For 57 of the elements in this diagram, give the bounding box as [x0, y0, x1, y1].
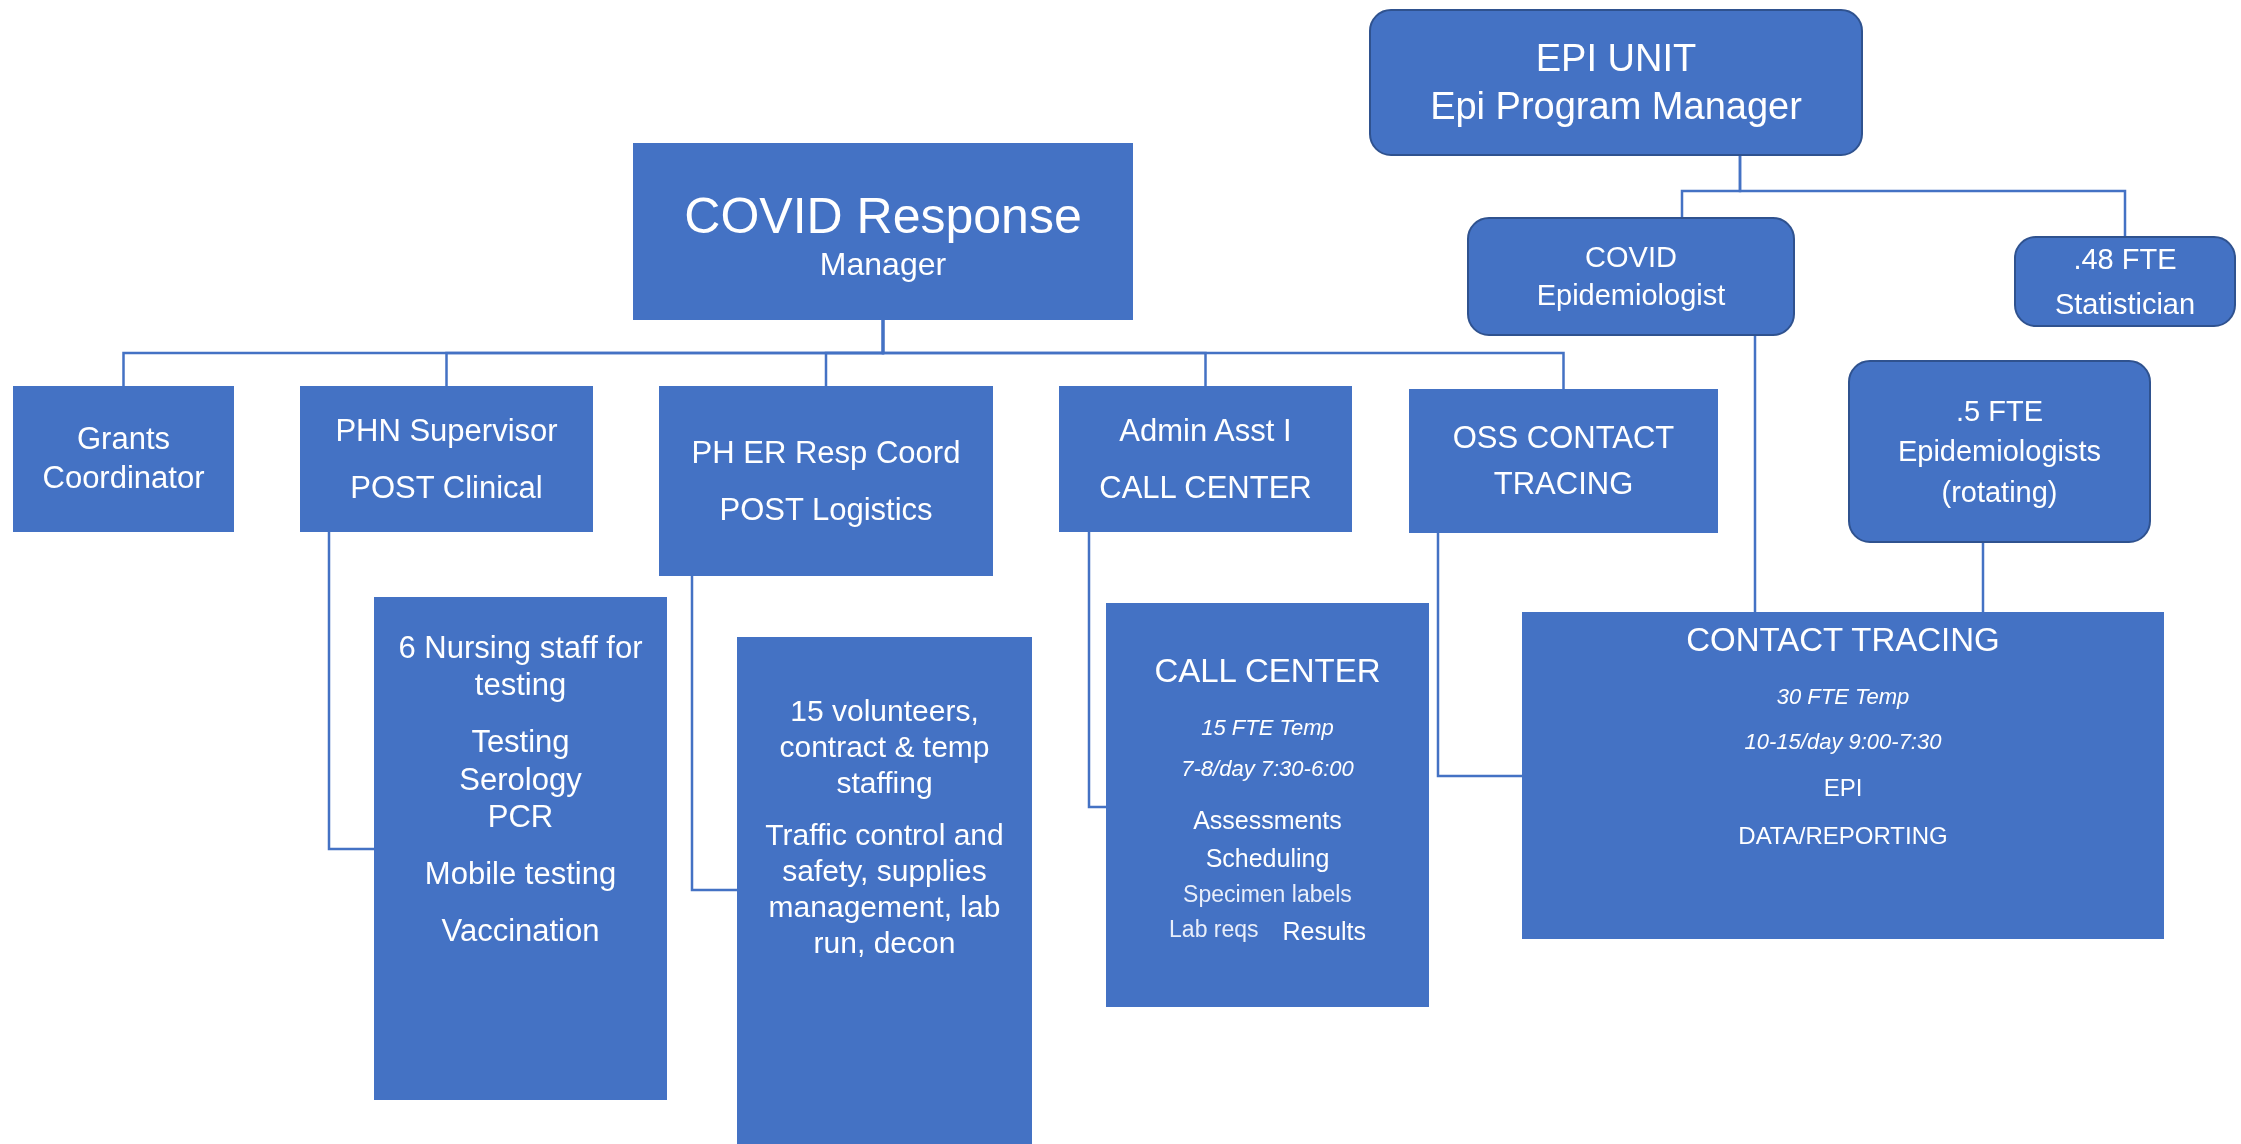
connector-line [881, 320, 1565, 389]
team-box [1522, 612, 2164, 939]
box-text: CALL CENTER [1154, 651, 1381, 691]
role-box [300, 386, 593, 532]
box-text: Specimen labels [1183, 880, 1352, 909]
staff-box [737, 637, 1032, 1144]
box-text: 6 Nursing staff for testing [397, 629, 644, 704]
box-text: 30 FTE Temp [1776, 682, 1910, 711]
box-text: PHN Supervisor [335, 411, 558, 449]
unit-box [1369, 9, 1863, 156]
connector-line [1087, 532, 1106, 809]
box-text: Statistician [2054, 286, 2196, 322]
box-text: Epi Program Manager [1430, 83, 1802, 129]
box-text: PH ER Resp Coord [691, 433, 961, 471]
box-text: COVID Response [684, 187, 1082, 246]
role-box [13, 386, 234, 532]
role-box [1409, 389, 1718, 533]
box-text: 7-8/day 7:30-6:00 [1181, 754, 1354, 783]
team-box [1106, 603, 1429, 1007]
box-text: Testing Serology PCR [458, 723, 583, 835]
box-text: Admin Asst I [1119, 411, 1292, 449]
box-text: EPI [1823, 772, 1863, 803]
box-text: .5 FTE Epidemiologists (rotating) [1896, 393, 2103, 510]
role-box [659, 386, 993, 576]
box-text: COVID Epidemiologist [1535, 239, 1727, 313]
box-text: 15 FTE Temp [1201, 713, 1334, 742]
box-text: Vaccination [441, 912, 600, 950]
box-text: Results [1282, 916, 1366, 947]
connector-line [1981, 543, 1985, 612]
box-text: DATA/REPORTING [1738, 820, 1948, 851]
connector-line [1738, 156, 2127, 236]
role-box [1059, 386, 1352, 532]
box-text: 15 volunteers, contract & temp staffing [778, 693, 991, 801]
box-text: Mobile testing [424, 854, 617, 893]
connector-line [1436, 533, 1522, 778]
box-text: POST Logistics [719, 491, 933, 529]
role-box [1848, 360, 2151, 543]
connector-line [327, 532, 374, 851]
box-text: .48 FTE [2073, 242, 2177, 278]
role-box [1467, 217, 1795, 336]
box-text: CALL CENTER [1099, 469, 1312, 507]
connector-line [690, 576, 737, 892]
staff-box [374, 597, 667, 1100]
box-text: Grants Coordinator [41, 420, 206, 497]
box-text: EPI UNIT [1535, 36, 1697, 81]
box-text: Manager [819, 245, 947, 284]
manager-box [633, 143, 1133, 320]
box-text: Lab reqs [1169, 916, 1259, 945]
box-text: 10-15/day 9:00-7:30 [1744, 727, 1942, 756]
box-text: Assessments [1193, 804, 1342, 835]
box-text: Scheduling [1205, 842, 1330, 873]
box-text: CONTACT TRACING [1686, 620, 2000, 660]
box-text: Traffic control and safety, supplies management, lab run, decon [764, 817, 1005, 961]
box-text: OSS CONTACT TRACING [1451, 418, 1676, 503]
role-box [2014, 236, 2236, 327]
box-text: POST Clinical [350, 469, 543, 507]
connector-line [1753, 336, 1757, 612]
